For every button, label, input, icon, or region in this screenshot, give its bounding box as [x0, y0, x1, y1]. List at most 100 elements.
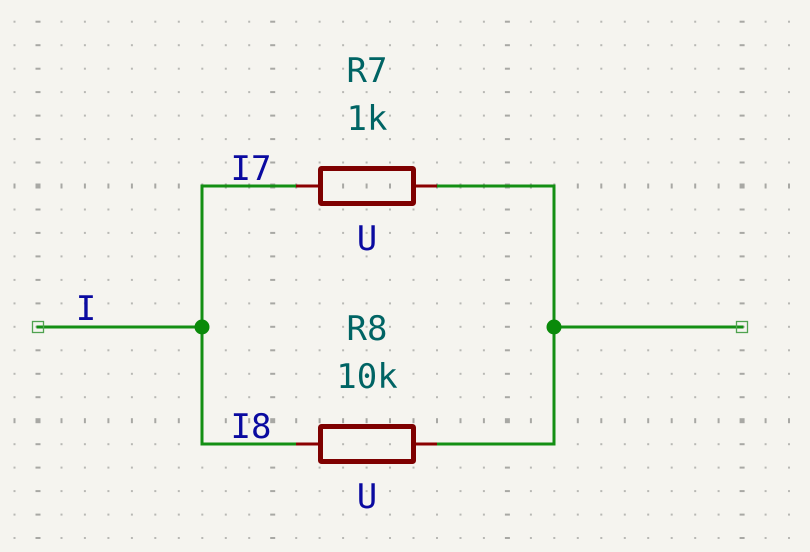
- grid-dot: [600, 67, 603, 70]
- grid-dot: [739, 161, 745, 164]
- terminal-square-icon[interactable]: [31, 320, 45, 334]
- grid-dot: [365, 161, 368, 164]
- grid-dot: [177, 513, 180, 516]
- grid-dot: [504, 490, 510, 493]
- grid-dot: [436, 490, 438, 493]
- grid-dot: [224, 372, 227, 375]
- grid-dot: [459, 418, 462, 424]
- resistor-r7[interactable]: R7 1k I7 U: [231, 51, 437, 259]
- grid-dot: [35, 490, 41, 493]
- voltage-label[interactable]: U: [357, 477, 377, 517]
- input-current-label[interactable]: I: [76, 289, 96, 329]
- grid-dot: [600, 138, 603, 141]
- wire-right-upper[interactable]: [435, 184, 556, 329]
- grid-dot: [270, 490, 276, 493]
- grid-dot: [154, 443, 157, 446]
- grid-dot: [482, 278, 485, 281]
- grid-dot: [764, 208, 767, 211]
- grid-dot: [739, 231, 745, 234]
- grid-dot: [694, 114, 697, 117]
- grid-dot: [13, 231, 16, 234]
- grid-dot: [248, 114, 251, 117]
- grid-dot: [647, 537, 650, 539]
- grid-dot: [600, 443, 603, 446]
- grid-dot: [248, 208, 251, 211]
- grid-dot: [412, 91, 415, 94]
- component-value[interactable]: 10k: [336, 357, 397, 397]
- grid-dot: [342, 349, 345, 352]
- grid-dot: [83, 349, 86, 352]
- wire-left-lower[interactable]: [200, 325, 298, 446]
- grid-dot: [13, 138, 16, 141]
- grid-dot: [412, 255, 415, 258]
- grid-dot: [600, 161, 603, 164]
- grid-dot: [365, 372, 368, 375]
- grid-dot: [389, 418, 391, 424]
- grid-dot: [600, 91, 603, 94]
- grid-dot: [739, 513, 745, 516]
- grid-dot: [154, 372, 157, 375]
- grid-dot: [201, 114, 204, 117]
- grid-dot: [130, 231, 133, 234]
- grid-dot: [764, 372, 767, 375]
- grid-dot: [83, 183, 86, 189]
- grid-dot: [764, 349, 767, 352]
- wire-right-lower[interactable]: [435, 325, 556, 446]
- grid-dot: [177, 114, 180, 117]
- grid-dot: [177, 91, 180, 94]
- grid-dot: [576, 490, 579, 493]
- grid-dot: [647, 349, 650, 352]
- current-label[interactable]: I8: [231, 407, 272, 447]
- grid-dot: [694, 67, 697, 70]
- reference-designator[interactable]: R8: [347, 309, 388, 349]
- grid-dot: [295, 396, 298, 399]
- grid-dot: [576, 418, 579, 424]
- grid-dot: [717, 537, 720, 539]
- grid-dot: [764, 114, 767, 117]
- grid-dot: [342, 396, 345, 399]
- grid-dot: [389, 513, 391, 516]
- grid-dot: [365, 513, 368, 516]
- component-value[interactable]: 1k: [347, 99, 388, 139]
- grid-dot: [459, 278, 462, 281]
- junction-dot-icon[interactable]: [546, 319, 562, 335]
- grid-dot: [318, 67, 321, 70]
- grid-dot: [318, 466, 321, 469]
- grid-dot: [670, 231, 673, 234]
- grid-dot: [788, 302, 790, 305]
- junction-dot-icon[interactable]: [194, 319, 210, 335]
- grid-dot: [788, 443, 790, 446]
- reference-designator[interactable]: R7: [347, 51, 388, 91]
- grid-dot: [529, 537, 532, 539]
- resistor-r8[interactable]: R8 10k I8 U: [231, 309, 437, 517]
- grid-dot: [248, 418, 251, 424]
- grid-dot: [459, 231, 462, 234]
- grid-dot: [694, 231, 697, 234]
- grid-dot: [389, 396, 391, 399]
- grid-dot: [504, 20, 510, 23]
- grid-dot: [694, 183, 697, 189]
- grid-dot: [130, 443, 133, 446]
- current-label[interactable]: I7: [231, 149, 272, 189]
- grid-dot: [623, 513, 626, 516]
- grid-dot: [154, 466, 157, 469]
- grid-dot: [504, 466, 510, 469]
- grid-dot: [553, 537, 556, 539]
- grid-dot: [436, 114, 438, 117]
- grid-dot: [764, 67, 767, 70]
- grid-dot: [694, 466, 697, 469]
- grid-dot: [13, 349, 16, 352]
- grid-dot: [529, 396, 532, 399]
- terminal-square-icon[interactable]: [735, 320, 749, 334]
- grid-dot: [412, 138, 415, 141]
- voltage-label[interactable]: U: [357, 219, 377, 259]
- grid-dot: [13, 490, 16, 493]
- grid-dot: [504, 44, 510, 47]
- grid-dot: [600, 20, 603, 23]
- grid-dot: [342, 138, 345, 141]
- grid-dot: [788, 513, 790, 516]
- wire-left-upper[interactable]: [200, 184, 298, 329]
- grid-dot: [670, 418, 673, 424]
- grid-dot: [553, 513, 556, 516]
- grid-dot: [670, 278, 673, 281]
